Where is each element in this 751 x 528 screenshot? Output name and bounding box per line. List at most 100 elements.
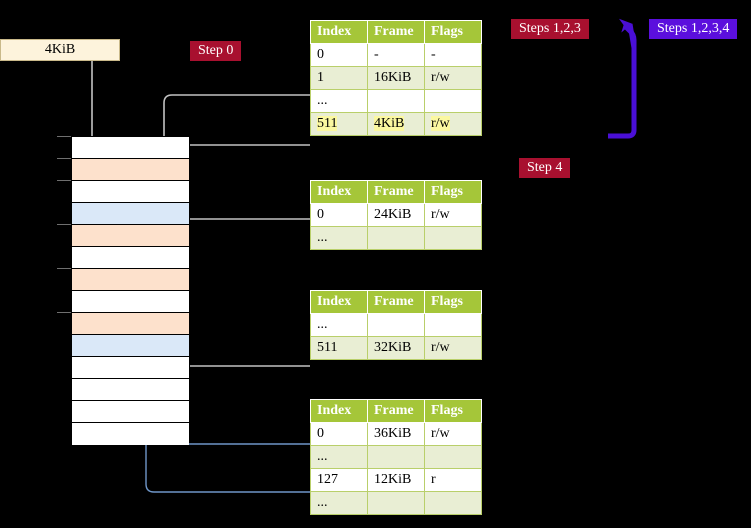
memory-frame-row	[72, 401, 189, 423]
table-cell	[367, 89, 425, 113]
column-header-flags: Flags	[424, 399, 482, 423]
memory-frame-row	[72, 181, 189, 203]
badge-steps-1234: Steps 1,2,3,4	[649, 19, 738, 39]
table-cell: -	[424, 43, 482, 67]
table-cell: ...	[310, 491, 368, 515]
memory-frame-row	[72, 137, 189, 159]
table-cell: 127	[310, 468, 368, 492]
cell-value: 4KiB	[374, 116, 405, 131]
cell-value: ...	[317, 449, 328, 464]
table-row: ...	[310, 491, 482, 515]
memory-frame-row	[72, 357, 189, 379]
table-cell: 4KiB	[367, 112, 425, 136]
column-header-flags: Flags	[424, 180, 482, 204]
cell-value: r/w	[431, 70, 450, 85]
table-cell	[367, 445, 425, 469]
cell-value: r/w	[431, 207, 450, 222]
cell-value: 511	[317, 116, 338, 131]
cell-value: 36KiB	[374, 426, 412, 441]
cell-value: ...	[317, 317, 328, 332]
column-header-index: Index	[310, 20, 368, 44]
cell-value: 12KiB	[374, 472, 412, 487]
wire-table1-row0	[174, 218, 310, 266]
memory-frame-row	[72, 269, 189, 291]
table-row: ...	[310, 226, 482, 250]
table-cell: 511	[310, 336, 368, 360]
table-cell: 0	[310, 203, 368, 227]
memory-tick-mark	[57, 180, 71, 181]
table-cell	[367, 491, 425, 515]
cell-value: 0	[317, 207, 324, 222]
table-cell: r	[424, 468, 482, 492]
memory-frame-row	[72, 423, 189, 445]
table-row: 0 24KiB r/w	[310, 203, 482, 227]
page-size-label: 4KiB	[44, 42, 76, 57]
column-header-frame: Frame	[367, 20, 425, 44]
table-cell	[424, 313, 482, 337]
table-cell: 511	[310, 112, 368, 136]
table-cell	[367, 226, 425, 250]
table-cell: 16KiB	[367, 66, 425, 90]
cell-value: -	[374, 47, 379, 62]
table-cell	[367, 313, 425, 337]
wire-table2-row511	[169, 294, 310, 367]
table-row: ...	[310, 313, 482, 337]
wire-table0-row511	[174, 144, 310, 200]
cell-value: 24KiB	[374, 207, 412, 222]
table-row: 0 - -	[310, 43, 482, 67]
badge-step-4: Step 4	[519, 158, 571, 178]
column-header-index: Index	[310, 290, 368, 314]
table-cell: 1	[310, 66, 368, 90]
column-header-index: Index	[310, 180, 368, 204]
cell-value: r/w	[431, 340, 450, 355]
table-cell	[424, 445, 482, 469]
table-cell: ...	[310, 445, 368, 469]
memory-frame-row	[72, 313, 189, 335]
table-cell: ...	[310, 89, 368, 113]
badge-step-0: Step 0	[190, 41, 242, 61]
table-cell: 36KiB	[367, 422, 425, 446]
memory-frame-row	[72, 159, 189, 181]
cell-value: 0	[317, 426, 324, 441]
table-cell: -	[367, 43, 425, 67]
table-row: ...	[310, 89, 482, 113]
column-header-frame: Frame	[367, 399, 425, 423]
table-row: 127 12KiB r	[310, 468, 482, 492]
memory-frame-row	[72, 379, 189, 401]
cell-value: 127	[317, 472, 338, 487]
memory-tick-mark	[57, 268, 71, 269]
column-header-frame: Frame	[367, 180, 425, 204]
memory-tick-mark	[57, 158, 71, 159]
table-cell: r/w	[424, 336, 482, 360]
cell-value: r	[431, 472, 436, 487]
table-cell: 32KiB	[367, 336, 425, 360]
table-cell: ...	[310, 226, 368, 250]
column-header-flags: Flags	[424, 290, 482, 314]
memory-tick-mark	[57, 136, 71, 137]
table-cell: r/w	[424, 66, 482, 90]
table-cell: 0	[310, 422, 368, 446]
memory-frame-row	[72, 247, 189, 269]
table-row: ...	[310, 445, 482, 469]
column-header-flags: Flags	[424, 20, 482, 44]
table-cell	[424, 226, 482, 250]
memory-frame-row	[72, 203, 189, 225]
cell-value: ...	[317, 93, 328, 108]
cell-value: 0	[317, 47, 324, 62]
column-header-frame: Frame	[367, 290, 425, 314]
column-header-index: Index	[310, 399, 368, 423]
cell-value: ...	[317, 495, 328, 510]
cell-value: -	[431, 47, 436, 62]
memory-tick-mark	[57, 224, 71, 225]
memory-frame-row	[72, 335, 189, 357]
table-cell: ...	[310, 313, 368, 337]
